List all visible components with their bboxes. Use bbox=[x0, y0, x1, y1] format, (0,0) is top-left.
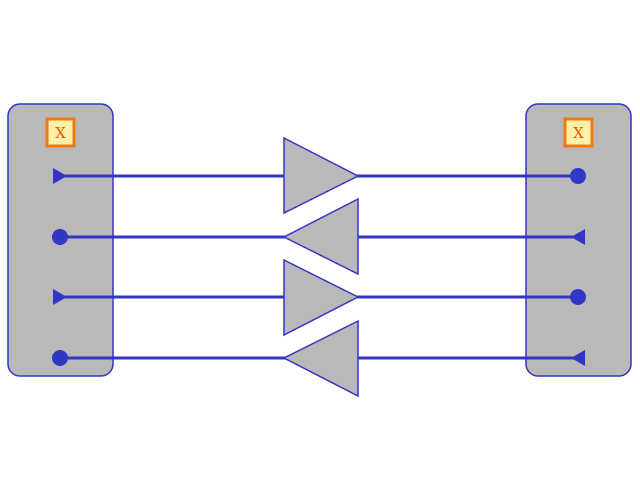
left-port-1-triangle-output[interactable] bbox=[53, 168, 67, 184]
left-badge-box bbox=[45, 117, 76, 148]
amplifier-left bbox=[282, 319, 359, 398]
left-port-2-circle[interactable] bbox=[52, 229, 68, 245]
right-port-1-circle[interactable] bbox=[570, 168, 586, 184]
left-port-4-circle[interactable] bbox=[52, 350, 68, 366]
left-port-3-triangle-output[interactable] bbox=[53, 289, 67, 305]
right-port-3-circle[interactable] bbox=[570, 289, 586, 305]
channel-2 bbox=[52, 197, 585, 276]
right-badge-box bbox=[563, 117, 594, 148]
left-panel-badge: X bbox=[45, 117, 76, 148]
channel-1 bbox=[53, 136, 586, 215]
right-port-4-triangle-input[interactable] bbox=[571, 350, 585, 366]
amplifier-right bbox=[283, 258, 360, 337]
channel-3 bbox=[53, 258, 586, 337]
left-badge-label: X bbox=[55, 124, 66, 142]
amplifier-right bbox=[283, 136, 360, 215]
amplifier-left bbox=[282, 197, 359, 276]
right-port-2-triangle-input[interactable] bbox=[571, 229, 585, 245]
right-panel-badge: X bbox=[563, 117, 594, 148]
right-badge-label: X bbox=[573, 124, 584, 142]
channel-4 bbox=[52, 319, 585, 398]
